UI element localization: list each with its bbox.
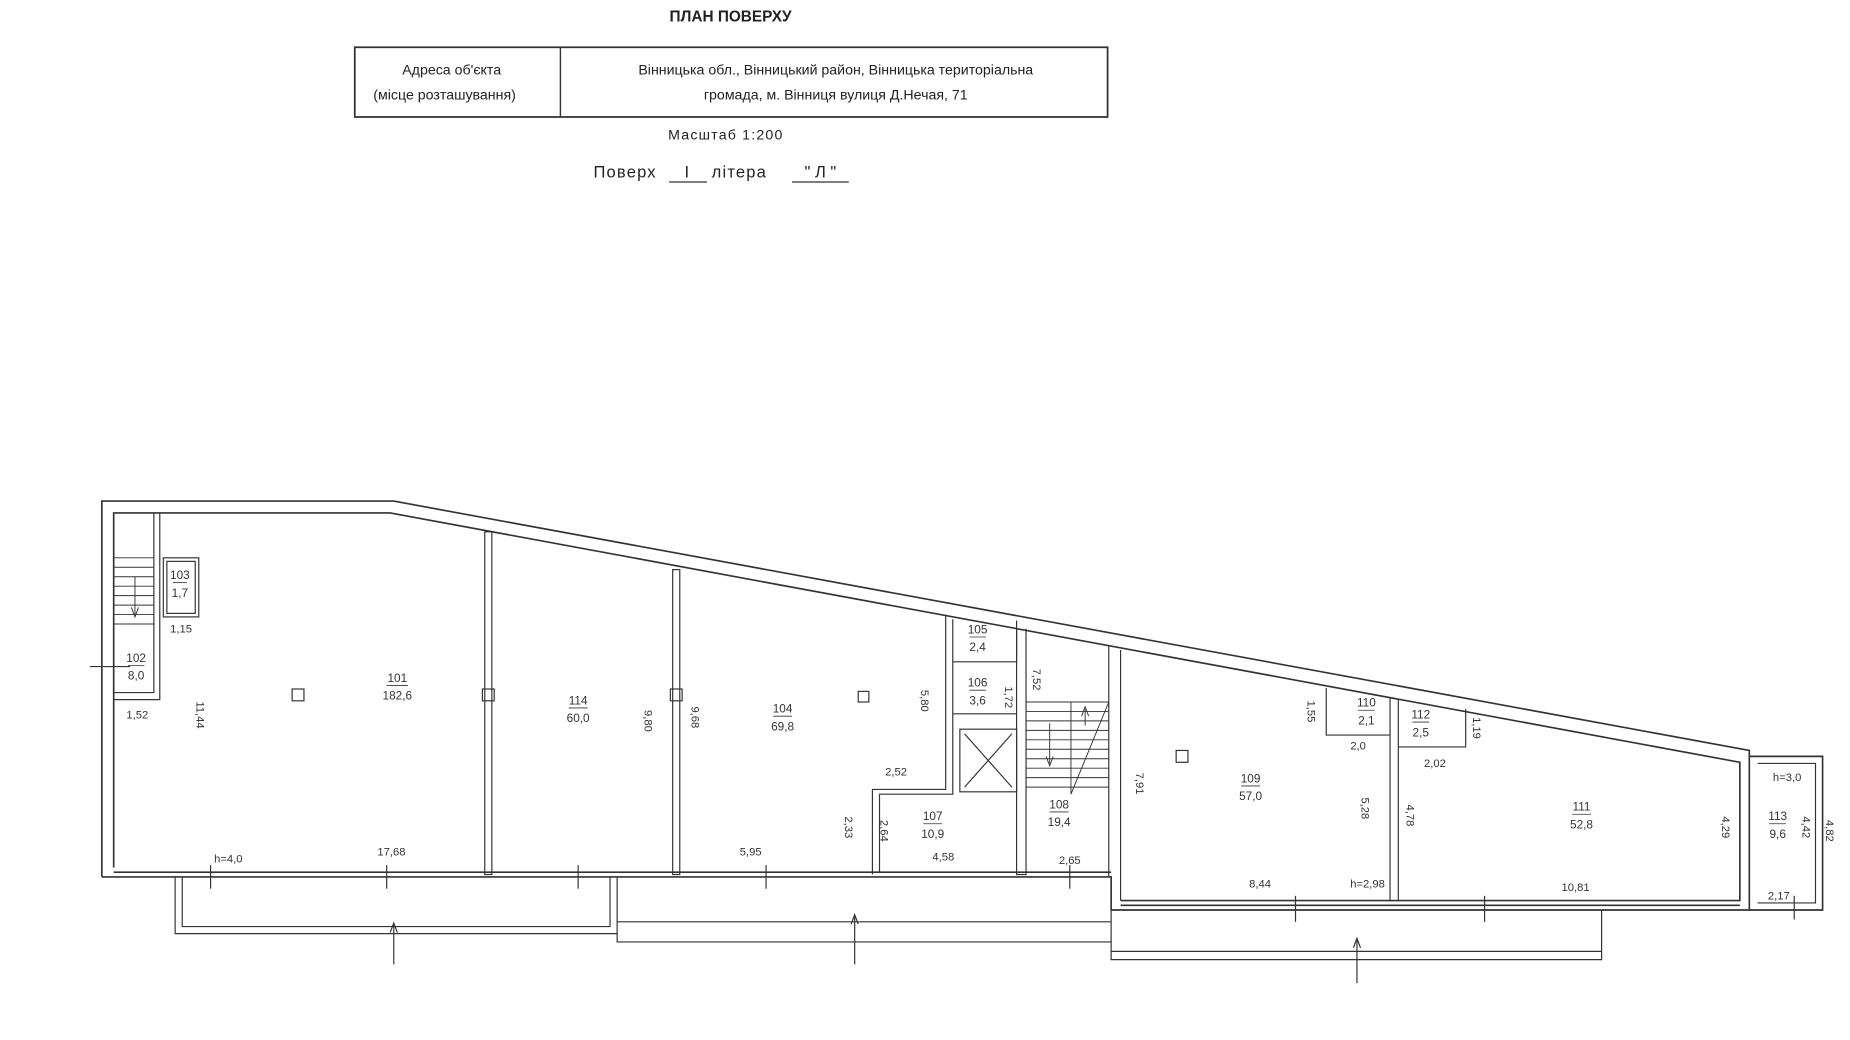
dimension: 17,68	[377, 847, 405, 859]
svg-text:52,8: 52,8	[1570, 817, 1593, 831]
letter-label: літера	[712, 162, 767, 181]
address-value-cont: громада, м. Вінниця вулиця Д.Нечая, 71	[704, 87, 968, 103]
svg-text:60,0: 60,0	[567, 711, 590, 725]
dimension: 4,78	[1404, 805, 1416, 827]
svg-text:9,6: 9,6	[1769, 827, 1786, 841]
dimension: h=3,0	[1773, 772, 1801, 784]
svg-text:19,4: 19,4	[1048, 815, 1071, 829]
svg-text:2,1: 2,1	[1358, 713, 1374, 727]
svg-text:2,4: 2,4	[969, 640, 986, 654]
room-109: 109 57,0	[1239, 771, 1262, 803]
svg-text:103: 103	[170, 568, 190, 582]
svg-text:182,6: 182,6	[383, 689, 413, 703]
dimension: 1,52	[126, 710, 148, 722]
address-value: Вінницька обл., Вінницький район, Вінниц…	[638, 62, 1033, 78]
svg-text:113: 113	[1768, 809, 1787, 823]
dimension: 2,64	[878, 820, 890, 842]
svg-text:110: 110	[1357, 696, 1376, 710]
document-title: ПЛАН ПОВЕРХУ	[670, 8, 792, 25]
dimension: 1,55	[1304, 701, 1316, 723]
floor-line: Поверх I літера " Л "	[594, 162, 849, 183]
dimension: 1,15	[170, 623, 192, 635]
svg-text:2,5: 2,5	[1413, 725, 1430, 739]
svg-text:69,8: 69,8	[771, 719, 794, 733]
dimension: 5,28	[1359, 797, 1371, 819]
dimension: 4,58	[932, 851, 954, 863]
dimension: 5,80	[918, 690, 930, 712]
svg-text:3,6: 3,6	[969, 693, 986, 707]
dimension: 5,95	[740, 847, 762, 859]
svg-text:108: 108	[1049, 797, 1069, 811]
room-111: 111 52,8	[1570, 800, 1593, 832]
room-107: 107 10,9	[921, 809, 944, 841]
dimension: 4,82	[1823, 820, 1835, 842]
building-walls	[90, 500, 1824, 911]
svg-text:101: 101	[387, 671, 407, 685]
horizontal-dimensions: 1,15 1,52 h=4,0 17,68 5,95 2,52 4,58 2,6…	[126, 623, 1801, 902]
floor-value: I	[685, 162, 690, 181]
dimension: 2,17	[1768, 890, 1790, 902]
svg-text:106: 106	[968, 676, 988, 690]
stair-102	[113, 557, 154, 625]
dimension: 2,33	[842, 816, 854, 838]
terraces	[174, 876, 1603, 961]
dimension: 11,44	[193, 701, 205, 728]
dimension: 2,65	[1059, 855, 1081, 867]
dimension: 4,42	[1800, 816, 1812, 838]
dimension: 7,91	[1133, 773, 1145, 795]
dimension: 9,80	[641, 710, 653, 732]
svg-text:102: 102	[126, 651, 146, 665]
room-108: 108 19,4	[1048, 797, 1071, 829]
svg-text:104: 104	[773, 702, 793, 716]
dimension: 8,44	[1249, 879, 1271, 891]
dimension: 2,52	[885, 766, 907, 778]
dimension: 2,0	[1350, 740, 1366, 752]
address-label-sub: (місце розташування)	[373, 87, 516, 103]
column	[291, 688, 305, 702]
room-101: 101 182,6	[383, 671, 413, 703]
dimension: h=4,0	[214, 854, 242, 866]
dimension: 4,29	[1719, 816, 1731, 838]
floor-label: Поверх	[594, 162, 657, 181]
dimension: 1,72	[1002, 686, 1014, 708]
svg-text:112: 112	[1411, 708, 1430, 722]
svg-text:114: 114	[569, 693, 588, 707]
room-114: 114 60,0	[567, 693, 590, 725]
dimension: 9,68	[689, 706, 701, 728]
svg-text:111: 111	[1573, 800, 1591, 814]
svg-text:10,9: 10,9	[921, 827, 944, 841]
dimension: 7,52	[1030, 669, 1042, 691]
column	[857, 690, 870, 703]
dimension: 1,19	[1470, 717, 1482, 739]
column	[1175, 749, 1189, 763]
address-table: Адреса об'єкта (місце розташування) Вінн…	[353, 46, 1109, 118]
svg-text:1,7: 1,7	[172, 586, 188, 600]
address-label: Адреса об'єкта	[402, 62, 501, 78]
scale-label: Масштаб 1:200	[668, 127, 783, 143]
svg-text:105: 105	[968, 622, 988, 636]
svg-text:8,0: 8,0	[128, 669, 145, 683]
svg-text:57,0: 57,0	[1239, 789, 1262, 803]
stair-108	[1026, 701, 1110, 795]
entrance-arrows	[210, 865, 1795, 984]
dimension: 2,02	[1424, 758, 1446, 770]
letter-value: " Л "	[805, 162, 837, 181]
dimension: h=2,98	[1350, 879, 1385, 891]
vertical-dimensions: 11,44 9,80 9,68 5,80 1,72 7,52 7,91 1,55…	[193, 669, 1835, 842]
dimension: 10,81	[1562, 882, 1590, 894]
room-104: 104 69,8	[771, 702, 794, 734]
svg-text:109: 109	[1241, 771, 1261, 785]
svg-text:107: 107	[923, 809, 943, 823]
